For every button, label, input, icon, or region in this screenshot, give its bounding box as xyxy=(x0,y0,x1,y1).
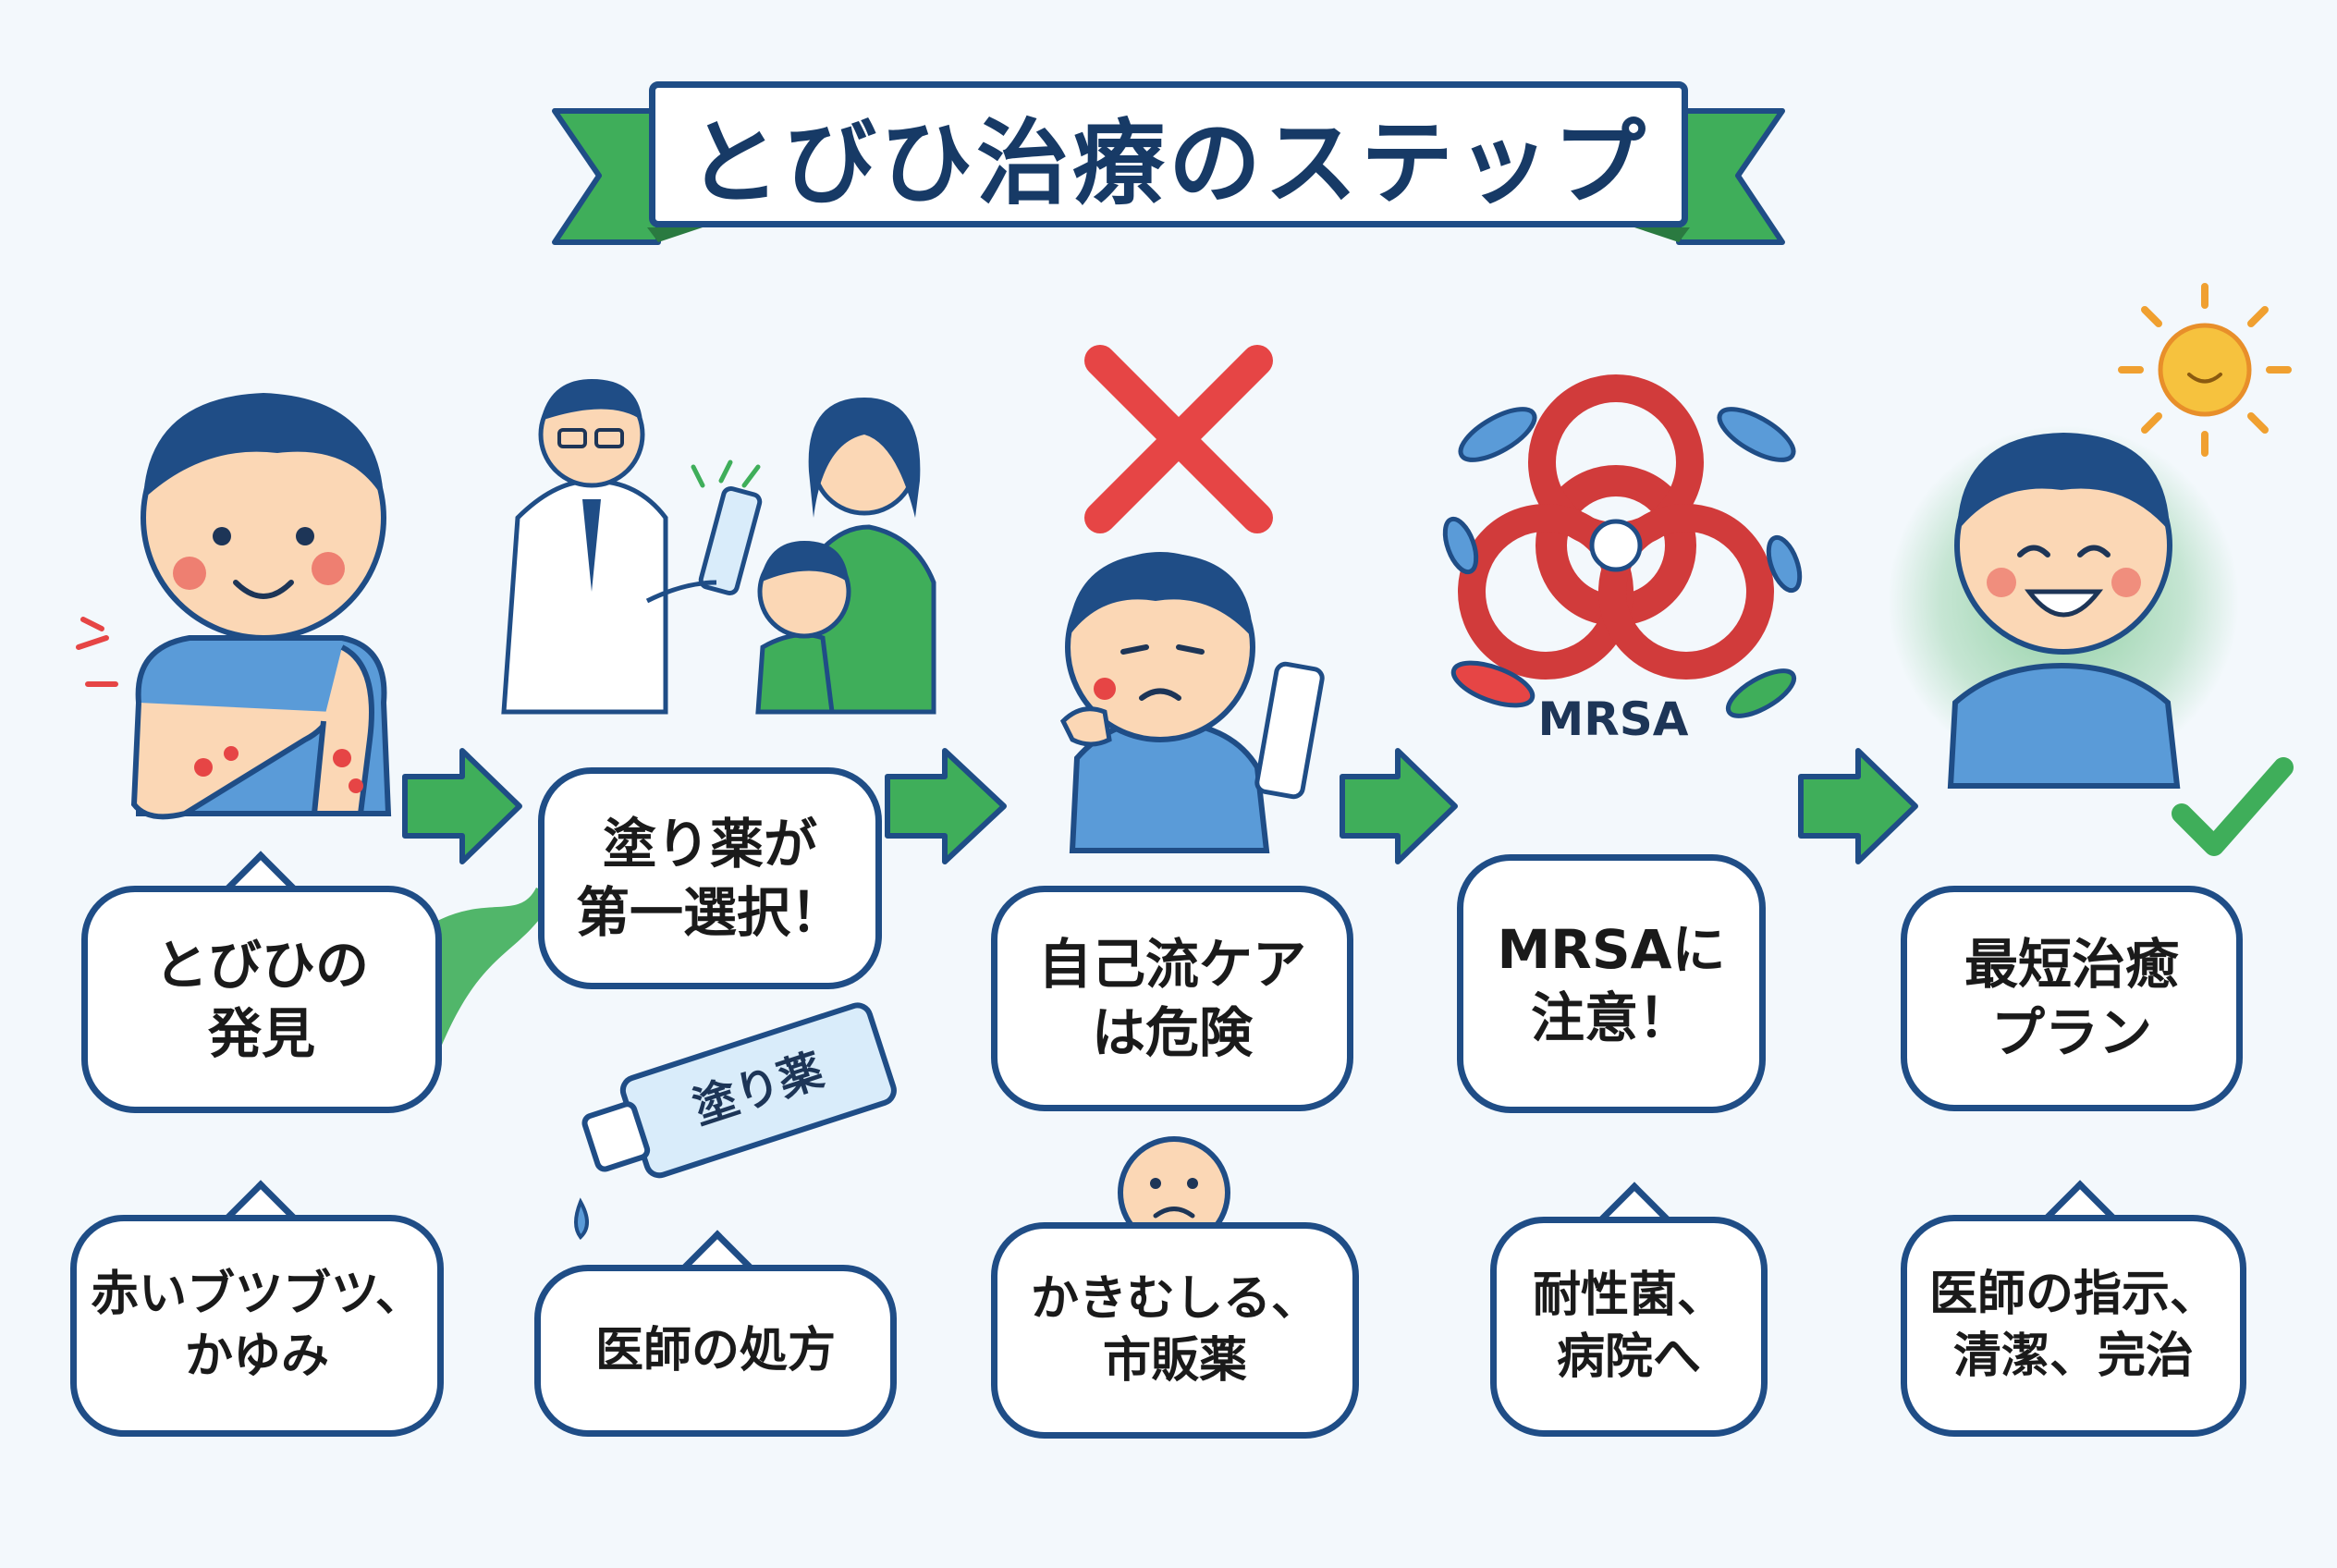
step-5-label-bubble: 最短治癒 プラン xyxy=(1901,886,2243,1111)
step-5-label: 最短治癒 プラン xyxy=(1964,932,2179,1064)
step-3-detail-bubble: かきむしる、 市販薬 xyxy=(991,1222,1359,1439)
step-4-detail-bubble: 耐性菌、 病院へ xyxy=(1490,1217,1768,1437)
step-3-detail: かきむしる、 市販薬 xyxy=(1030,1271,1319,1389)
step-2-label: 塗り薬が 第一選択！ xyxy=(575,812,844,944)
step-4-label: MRSAに 注意！ xyxy=(1497,917,1726,1049)
banner-ribbon xyxy=(552,108,1785,245)
danger-x-icon xyxy=(1084,345,1273,533)
page-title: とびひ治療のステップ xyxy=(688,108,1649,217)
step-2-detail: 医師の処方 xyxy=(594,1322,836,1378)
doctor-family-icon xyxy=(501,379,936,715)
title-banner: とびひ治療のステップ xyxy=(649,81,1688,227)
step-1-label: とびひの 発見 xyxy=(153,933,369,1065)
step-2-detail-bubble: 医師の処方 xyxy=(534,1265,897,1437)
step-2-label-bubble: 塗り薬が 第一選択！ xyxy=(538,767,882,989)
happy-child-icon xyxy=(1888,283,2294,856)
step-3-label-bubble: 自己流ケア は危険 xyxy=(991,886,1353,1111)
sun-icon xyxy=(2118,283,2292,457)
connector-swoosh xyxy=(416,888,555,1063)
step-1-label-bubble: とびひの 発見 xyxy=(81,886,442,1113)
biohazard-icon: MRSA xyxy=(1442,374,1803,746)
hazard-caption: MRSA xyxy=(1538,692,1689,746)
step-4-label-bubble: MRSAに 注意！ xyxy=(1457,854,1766,1113)
ointment-tube-icon: 塗り薬 xyxy=(574,1002,897,1240)
step-4-detail: 耐性菌、 病院へ xyxy=(1532,1268,1725,1385)
flow-arrow-3 xyxy=(1340,748,1458,864)
itchy-child-icon xyxy=(76,393,392,820)
step-1-detail: 赤いブツブツ、 かゆみ xyxy=(91,1267,423,1384)
step-5-detail-bubble: 医師の指示、 清潔、完治 xyxy=(1901,1215,2246,1437)
worried-child-icon xyxy=(1059,552,1325,853)
step-5-detail: 医師の指示、 清潔、完治 xyxy=(1928,1267,2218,1384)
check-icon xyxy=(2172,757,2294,856)
step-1-detail-bubble: 赤いブツブツ、 かゆみ xyxy=(70,1215,444,1437)
step-3-label: 自己流ケア は危険 xyxy=(1037,932,1306,1064)
flow-arrow-2 xyxy=(885,748,1007,864)
flow-arrow-1 xyxy=(402,748,522,864)
flow-arrow-4 xyxy=(1798,748,1918,864)
